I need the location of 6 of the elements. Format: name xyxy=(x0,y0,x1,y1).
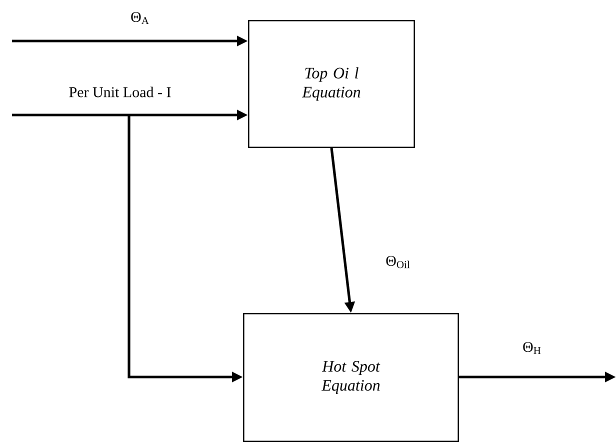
edge-label: Θ$_{Oil}$ xyxy=(386,256,410,268)
equation-box: Top Oi l Equation xyxy=(248,20,415,148)
edge-label: Θ$_{A}$ xyxy=(131,12,149,24)
equation-box: Hot Spot Equation xyxy=(243,313,459,442)
edge-label: Θ$_{H}$ xyxy=(523,342,541,354)
edge-label: Per Unit Load - I xyxy=(69,86,171,98)
